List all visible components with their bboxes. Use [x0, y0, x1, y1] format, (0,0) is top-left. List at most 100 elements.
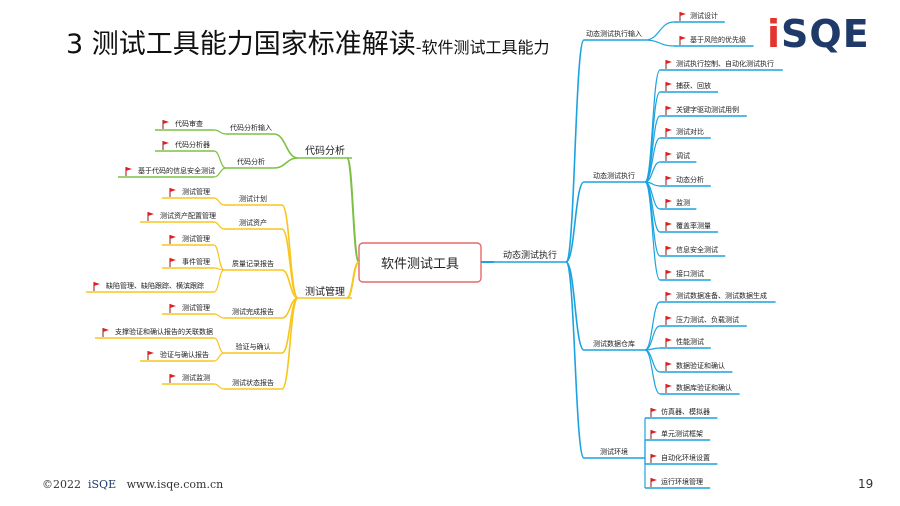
isqe-logo: iSQE	[767, 12, 870, 56]
test-management-leaf: 测试监测	[182, 373, 210, 382]
test-management-leaf: 缺陷管理、缺陷跟踪、横滨跟踪	[106, 281, 204, 290]
flag-icon	[666, 246, 672, 250]
dynamic-exec-leaf: 接口测试	[676, 269, 704, 278]
branch-connector	[273, 157, 299, 169]
test-management-group: 质量记录报告	[232, 259, 274, 268]
test-management-group: 验证与确认	[236, 342, 271, 351]
flag-icon	[170, 235, 176, 239]
dynamic-exec-leaf: 测试设计	[690, 11, 718, 20]
test-management-label: 测试管理	[305, 285, 345, 298]
test-management-leaf: 支撑验证和确认报告的关联数据	[115, 327, 213, 336]
test-management-leaf: 测试管理	[182, 187, 210, 196]
flag-icon	[666, 199, 672, 203]
flag-icon	[651, 478, 657, 482]
branch-connector	[281, 228, 299, 299]
flag-icon	[170, 188, 176, 192]
test-management-group: 测试计划	[239, 194, 267, 203]
flag-icon	[666, 222, 672, 226]
code-analysis-label: 代码分析	[305, 144, 345, 157]
dynamic-exec-leaf: 压力测试、负载测试	[676, 315, 739, 324]
logo-i: i	[767, 12, 782, 56]
dynamic-exec-leaf: 单元测试框架	[661, 429, 703, 438]
branch-connector	[213, 352, 225, 362]
test-management-leaf: 事件管理	[182, 257, 210, 266]
flag-icon	[666, 152, 672, 156]
flag-icon	[666, 292, 672, 296]
flag-icon	[94, 282, 100, 286]
branch-connector	[565, 261, 585, 459]
dynamic-exec-leaf: 仿真器、模拟器	[661, 407, 710, 416]
dynamic-exec-group: 测试数据仓库	[593, 339, 635, 348]
branch-connector	[565, 39, 585, 263]
flag-icon	[666, 176, 672, 180]
test-management-leaf: 测试资产配置管理	[160, 211, 216, 220]
branch-connector	[281, 269, 299, 299]
flag-icon	[170, 374, 176, 378]
branch-connector	[644, 91, 661, 183]
flag-icon	[666, 60, 672, 64]
dynamic-exec-label: 动态测试执行	[503, 249, 557, 261]
flag-icon	[170, 304, 176, 308]
flag-icon	[170, 258, 176, 262]
dynamic-exec-group: 动态测试执行	[593, 171, 635, 180]
dynamic-exec-leaf: 基于风险的优先级	[690, 35, 746, 44]
test-management-group: 测试资产	[239, 218, 267, 227]
branch-connector	[273, 133, 299, 159]
dynamic-exec-leaf: 捕获、回放	[676, 81, 711, 90]
flag-icon	[103, 328, 109, 332]
dynamic-exec-leaf: 调试	[676, 151, 690, 160]
dynamic-exec-leaf: 测试执行控制、自动化测试执行	[676, 59, 774, 68]
branch-connector	[346, 157, 360, 263]
flag-icon	[680, 12, 686, 16]
test-management-leaf: 验证与确认报告	[160, 350, 209, 359]
branch-connector	[213, 313, 225, 319]
footer-brand: iSQE	[88, 478, 117, 491]
flag-icon	[680, 36, 686, 40]
flag-icon	[651, 408, 657, 412]
branch-connector	[644, 69, 661, 183]
test-management-leaf: 测试管理	[182, 303, 210, 312]
footer-copyright: ©2022	[42, 478, 81, 491]
branch-connector	[213, 269, 225, 293]
dynamic-exec-leaf: 信息安全测试	[676, 245, 718, 254]
dynamic-exec-group: 动态测试执行输入	[586, 29, 642, 38]
flag-icon	[651, 454, 657, 458]
page-number: 19	[858, 477, 874, 491]
dynamic-exec-leaf: 监测	[676, 198, 690, 207]
slide-title-sub: -软件测试工具能力	[415, 38, 550, 57]
flag-icon	[666, 106, 672, 110]
dynamic-exec-leaf: 数据库验证和确认	[676, 383, 732, 392]
flag-icon	[148, 351, 154, 355]
test-management-leaf: 测试管理	[182, 234, 210, 243]
slide-title-main: 3 测试工具能力国家标准解读	[66, 29, 416, 60]
flag-icon	[666, 384, 672, 388]
dynamic-exec-leaf: 覆盖率测量	[676, 221, 711, 230]
test-management-group: 测试完成报告	[232, 307, 274, 316]
dynamic-exec-leaf: 数据验证和确认	[676, 361, 725, 370]
slide-title: 3 测试工具能力国家标准解读-软件测试工具能力	[66, 22, 550, 61]
flag-icon	[126, 167, 132, 171]
branch-connector	[213, 167, 227, 178]
branch-connector	[644, 349, 661, 395]
center-label: 软件测试工具	[381, 257, 459, 272]
logo-sqe: SQE	[781, 12, 870, 56]
code-analysis-leaf: 基于代码的信息安全测试	[138, 166, 215, 175]
test-management-group: 测试状态报告	[232, 378, 274, 387]
branch-connector	[644, 137, 661, 183]
dynamic-exec-group: 测试环境	[600, 447, 628, 456]
branch-connector	[346, 261, 360, 299]
dynamic-exec-leaf: 测试对比	[676, 127, 704, 136]
branch-connector	[644, 301, 661, 351]
code-analysis-group: 代码分析	[237, 157, 265, 166]
code-analysis-leaf: 代码审查	[175, 119, 203, 128]
branch-connector	[213, 150, 227, 169]
branch-connector	[644, 161, 661, 183]
flag-icon	[666, 82, 672, 86]
code-analysis-group: 代码分析输入	[230, 123, 272, 132]
dynamic-exec-leaf: 测试数据准备、测试数据生成	[676, 291, 767, 300]
flag-icon	[666, 362, 672, 366]
branch-connector	[213, 383, 225, 390]
branch-connector	[213, 197, 225, 206]
footer-url: www.isqe.com.cn	[126, 478, 224, 491]
